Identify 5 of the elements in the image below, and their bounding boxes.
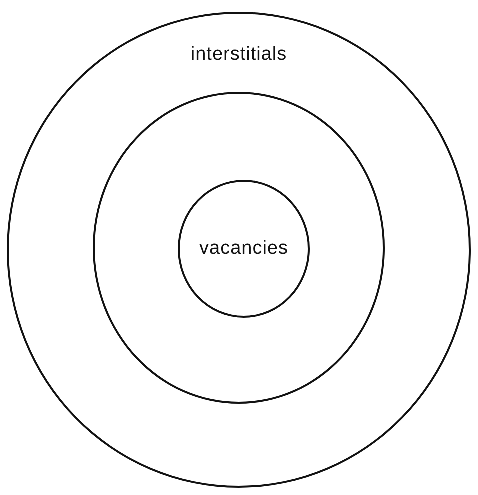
outer-ring bbox=[7, 12, 471, 488]
region-label: interstitials bbox=[190, 44, 288, 66]
region-label: vacancies bbox=[200, 238, 288, 260]
inner-circle bbox=[178, 180, 310, 318]
middle-ring bbox=[93, 92, 385, 404]
